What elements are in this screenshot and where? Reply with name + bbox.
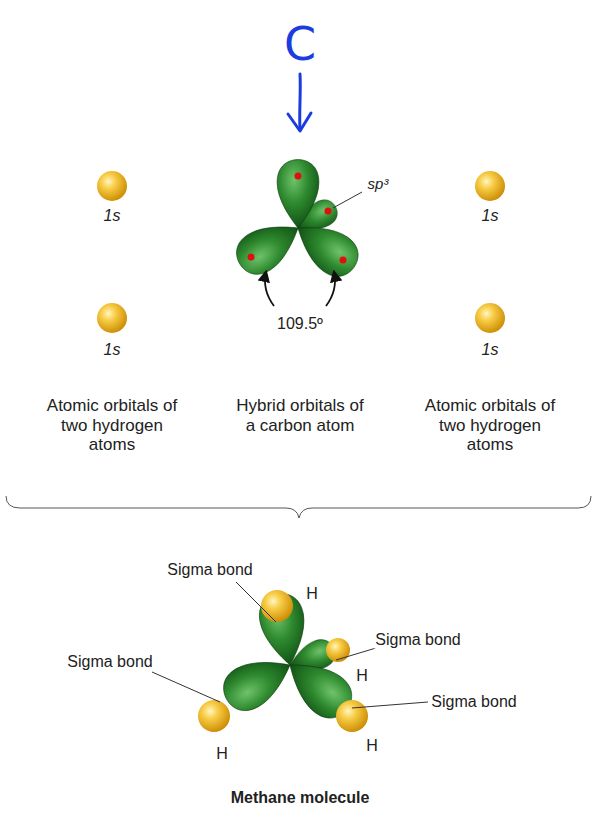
caption: Hybrid orbitals of a carbon atom <box>236 396 364 435</box>
figure-caption: Methane molecule <box>231 789 370 807</box>
methane-molecule <box>198 590 368 732</box>
brace <box>6 496 591 518</box>
atom-label: H <box>356 667 368 685</box>
caption: Atomic orbitals of two hydrogen atoms <box>424 396 556 455</box>
atom-label: H <box>306 585 318 603</box>
atom-label: H <box>216 745 228 763</box>
carbon-sp3-orbitals <box>229 160 366 285</box>
orbital-label: 1s <box>104 341 121 359</box>
atom-label: H <box>366 737 378 755</box>
bond-angle: 109.5º <box>277 315 323 333</box>
bond-label: Sigma bond <box>374 631 461 649</box>
caption: Atomic orbitals of two hydrogen atoms <box>46 396 178 455</box>
leader-line <box>333 192 362 208</box>
atom-symbol: C <box>284 18 316 71</box>
angle-arrows <box>265 272 335 306</box>
orbital-label: 1s <box>482 341 499 359</box>
hybrid-label: sp³ <box>368 175 389 192</box>
orbital-label: 1s <box>104 207 121 225</box>
bond-label: Sigma bond <box>66 653 153 671</box>
hand-arrow <box>288 74 311 131</box>
bond-label: Sigma bond <box>166 561 253 579</box>
orbital-label: 1s <box>482 207 499 225</box>
bond-label: Sigma bond <box>430 693 517 711</box>
